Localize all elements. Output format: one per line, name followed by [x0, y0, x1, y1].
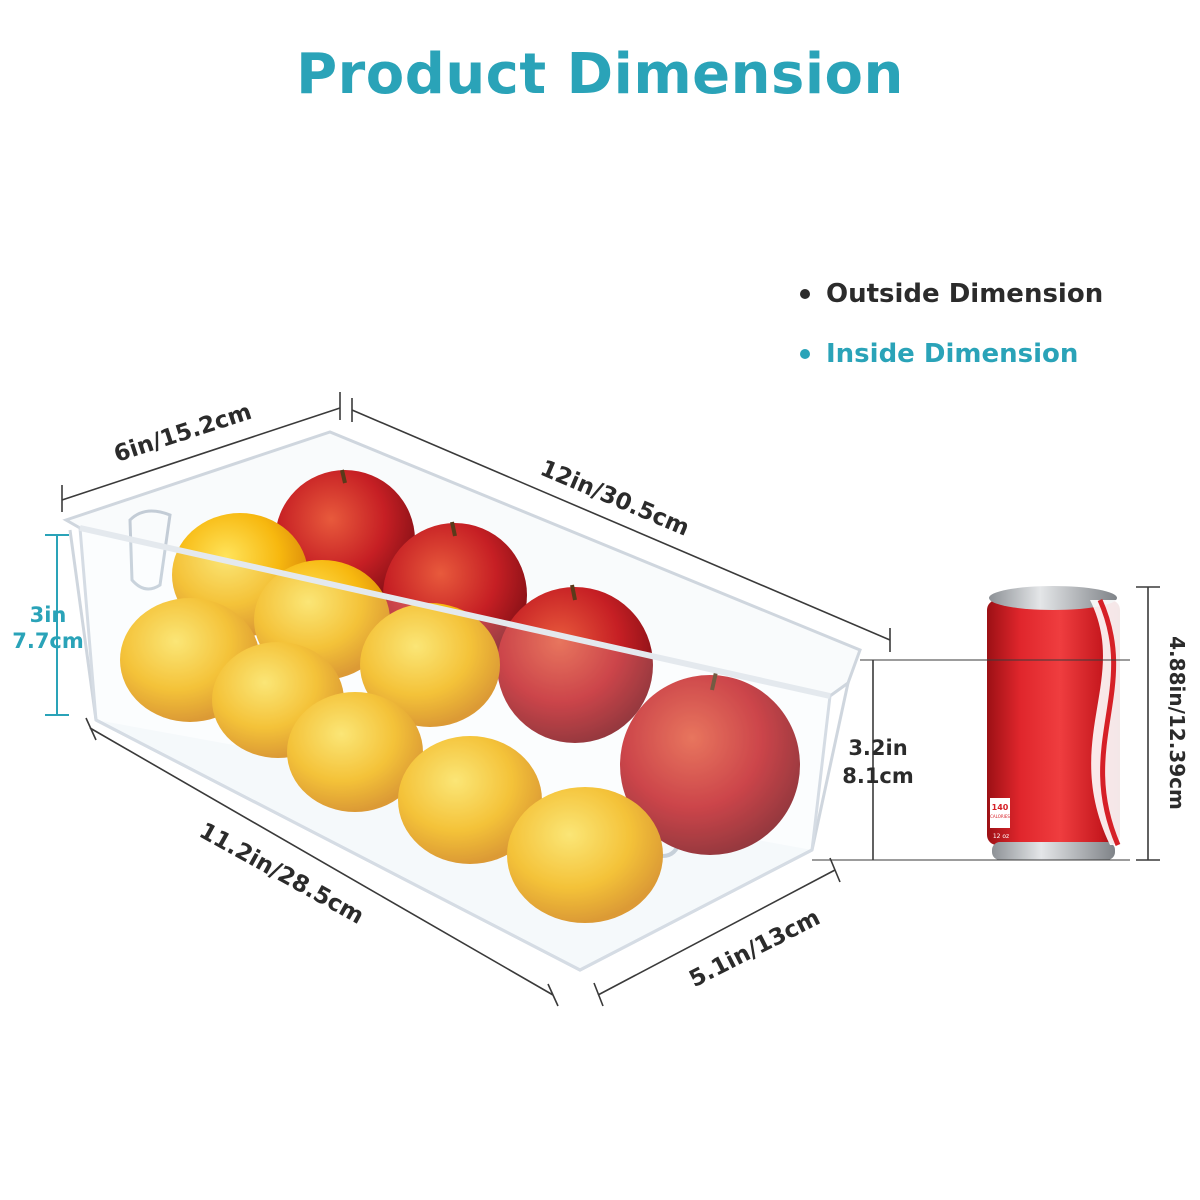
label-inside-height-cm: 7.7cm: [12, 629, 84, 653]
legend: Outside Dimension Inside Dimension: [800, 272, 1103, 392]
dim-line-inside-length: [89, 727, 554, 996]
label-outside-height-cm: 8.1cm: [842, 764, 914, 788]
can-wave: [1097, 598, 1121, 846]
lemon: [398, 736, 542, 864]
label-inside-height-in: 3in: [30, 603, 67, 627]
dim-tick: [547, 983, 559, 1007]
label-outside-height-in: 3.2in: [848, 736, 907, 760]
apple-stem: [570, 584, 577, 601]
bullet-icon: [800, 289, 810, 299]
label-can-height: 4.88in/12.39cm: [1165, 636, 1189, 810]
legend-label-inside: Inside Dimension: [826, 339, 1079, 369]
dimension-lines: [61, 392, 1160, 1007]
bin-edge: [810, 682, 850, 851]
apple: [620, 675, 800, 855]
label-outside-width: 6in/15.2cm: [111, 399, 255, 468]
apple-stem: [450, 521, 457, 537]
bin-edge: [79, 525, 831, 699]
apples: [275, 469, 800, 855]
legend-item-inside: Inside Dimension: [800, 332, 1103, 376]
bullet-icon: [800, 349, 810, 359]
lemon: [360, 603, 500, 727]
can-body: [987, 600, 1120, 845]
apple-stem: [340, 469, 347, 484]
label-bottom-width: 5.1in/13cm: [685, 905, 824, 993]
can-size: 12 oz: [993, 833, 1009, 840]
dim-line-bottom-width: [597, 869, 836, 996]
dim-line-width: [61, 407, 341, 501]
lemon: [507, 787, 663, 923]
page-title: Product Dimension: [296, 42, 904, 107]
dim-tick: [829, 857, 841, 883]
can-calorie-badge: [990, 798, 1010, 828]
can-calories-label: CALORIES: [990, 814, 1010, 819]
dim-tick: [593, 982, 604, 1007]
lemon: [287, 692, 423, 812]
legend-label-outside: Outside Dimension: [826, 279, 1104, 309]
can-top: [989, 586, 1117, 610]
bin-front-wall: [78, 525, 832, 972]
dim-line-length: [351, 409, 891, 641]
lemons: [120, 513, 663, 923]
can-bottom: [992, 842, 1115, 860]
soda-can: 140 CALORIES 12 oz: [987, 586, 1121, 860]
can-calories: 140: [992, 803, 1009, 812]
legend-item-outside: Outside Dimension: [800, 272, 1103, 316]
bin-edge: [68, 529, 98, 721]
bin-handle: [128, 509, 172, 591]
apple-stem: [710, 671, 718, 691]
dim-tick: [85, 717, 97, 741]
inside-height-marker: [45, 534, 69, 716]
apple: [497, 587, 653, 743]
